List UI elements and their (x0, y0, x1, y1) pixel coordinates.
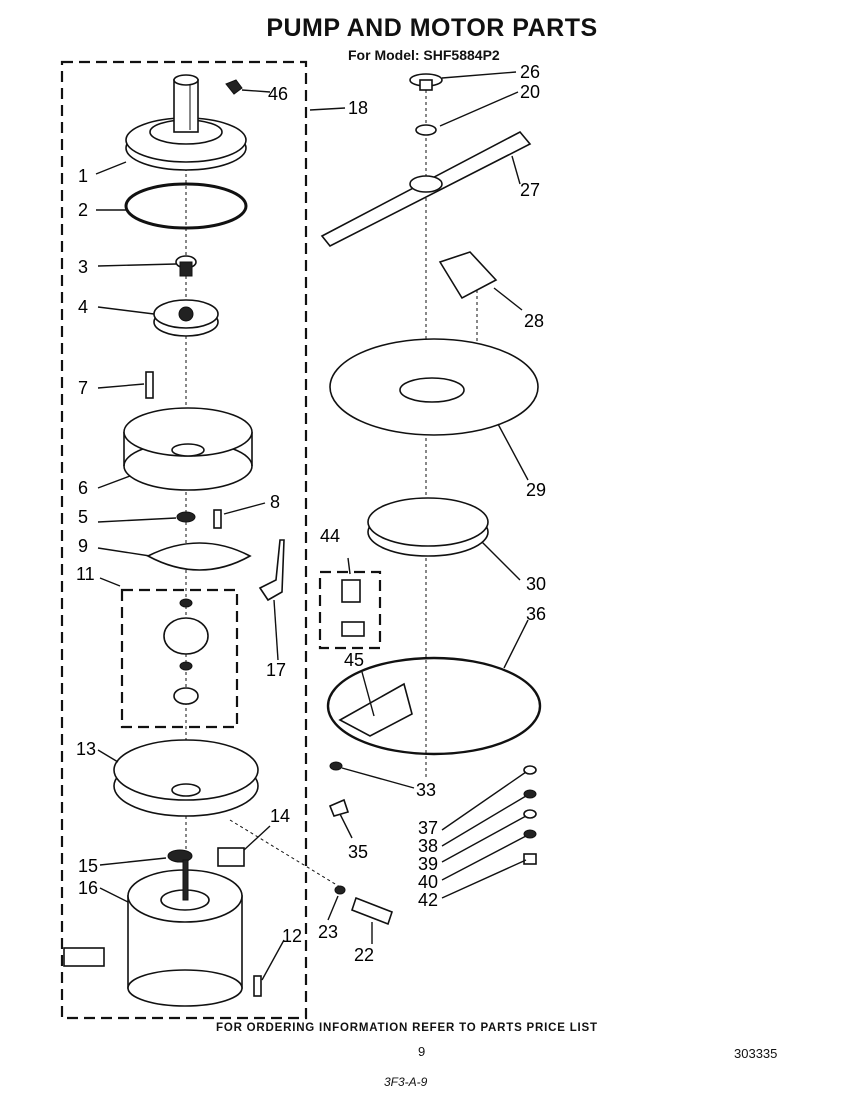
part-16-motor (63, 859, 243, 1007)
callout-44: 44 (320, 526, 340, 546)
callout-6: 6 (78, 478, 88, 498)
model-subtitle: For Model: SHF5884P2 (348, 47, 500, 63)
part-35-clip (328, 798, 350, 817)
part-14-seal (217, 847, 245, 867)
callout-36: 36 (526, 604, 546, 624)
callout-2: 2 (78, 200, 88, 220)
part-9-plate (146, 542, 252, 571)
part-12-screw (253, 975, 262, 997)
valve-axis (229, 819, 346, 891)
callout-45: 45 (344, 650, 364, 670)
callout-11: 11 (76, 564, 95, 584)
part-2-o-ring (124, 182, 248, 230)
part-6-pump-housing (123, 407, 253, 491)
part-20-nut (415, 124, 437, 136)
part-4-impeller (153, 299, 219, 337)
callout-13: 13 (76, 739, 96, 759)
callout-37: 37 (418, 818, 438, 838)
callout-3: 3 (78, 257, 88, 277)
callout-8: 8 (270, 492, 280, 512)
diagram-title: PUMP AND MOTOR PARTS (266, 14, 598, 42)
part-13-motor-mount (113, 739, 259, 817)
part-5-washer (176, 511, 196, 523)
callout-18: 18 (348, 98, 368, 118)
part-22-valve (351, 896, 393, 926)
part-3-nut (175, 255, 197, 277)
part-11-chopper-assembly (163, 598, 209, 705)
part-29-filter-screen (329, 338, 539, 436)
part-45-bracket (338, 682, 413, 737)
ordering-note: FOR ORDERING INFORMATION REFER TO PARTS … (216, 1022, 598, 1034)
callout-30: 30 (526, 574, 546, 594)
callout-12: 12 (282, 926, 302, 946)
part-44-switch (341, 579, 365, 637)
parts-37-42-hardware (523, 765, 537, 865)
part-15-washer (167, 849, 193, 863)
callout-28: 28 (524, 311, 544, 331)
callout-23: 23 (318, 922, 338, 942)
callout-5: 5 (78, 507, 88, 527)
callout-27: 27 (520, 180, 540, 200)
part-17-bracket (258, 539, 285, 602)
callout-39: 39 (418, 854, 438, 874)
leader-lines (95, 71, 529, 981)
part-46-clip (225, 79, 243, 95)
callout-9: 9 (78, 536, 88, 556)
part-8-screw (213, 509, 222, 529)
callout-16: 16 (78, 878, 98, 898)
callout-26: 26 (520, 62, 540, 82)
part-28-deflector (438, 251, 498, 300)
callout-14: 14 (270, 806, 290, 826)
document-number: 303335 (734, 1046, 778, 1061)
part-33-nut (329, 761, 343, 771)
callout-1: 1 (78, 166, 88, 186)
part-7-screw (145, 371, 154, 399)
callout-42: 42 (418, 890, 438, 910)
handwritten-mark: 3F3-A-9 (384, 1075, 428, 1089)
callout-33: 33 (416, 780, 436, 800)
callout-38: 38 (418, 836, 438, 856)
page-number: 9 (418, 1044, 426, 1059)
callout-15: 15 (78, 856, 98, 876)
callout-20: 20 (520, 82, 540, 102)
part-36-gasket (326, 656, 542, 756)
callout-22: 22 (354, 945, 374, 965)
callout-4: 4 (78, 297, 88, 317)
callout-7: 7 (78, 378, 88, 398)
assembly-18-boundary (60, 60, 308, 1020)
callout-35: 35 (348, 842, 368, 862)
callout-46: 46 (268, 84, 288, 104)
part-23-o-ring (334, 885, 346, 895)
callout-17: 17 (266, 660, 286, 680)
part-1-pump-cover (125, 74, 247, 171)
callout-40: 40 (418, 872, 438, 892)
callout-29: 29 (526, 480, 546, 500)
part-26-cap (409, 73, 443, 91)
assembly-11-boundary (120, 588, 239, 729)
part-30-ring (367, 497, 489, 557)
